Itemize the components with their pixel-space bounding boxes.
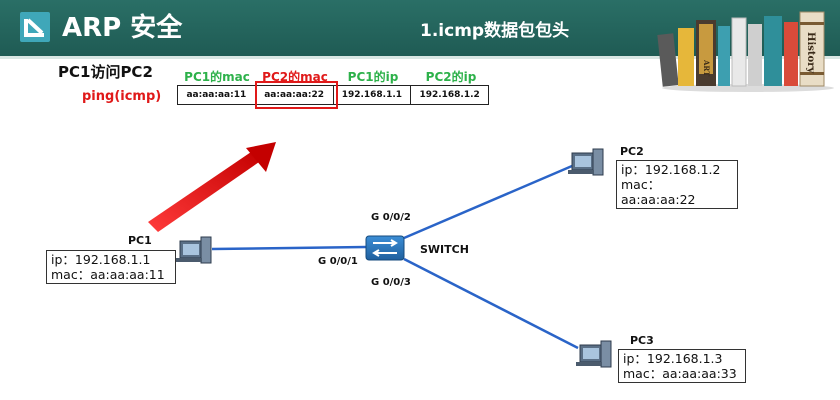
switch-name: SWITCH [420,243,469,256]
pc1-mac: mac：aa:aa:aa:11 [51,267,165,282]
link-switch-pc2 [403,164,573,240]
pc2-computer-icon [568,148,604,176]
books-decoration-icon: ART History [657,11,834,92]
port-label-g003: G 0/0/3 [371,277,411,288]
dst-mac-highlight-box [255,81,338,109]
slide-title: ARP 安全 [62,13,183,43]
book-label-history: History [805,32,816,74]
field-label-dst-mac: PC2的mac [262,70,328,84]
pc3-name: PC3 [630,334,654,347]
slide-subtitle: 1.icmp数据包包头 [420,21,570,41]
pc3-ip: ip：192.168.1.3 [623,351,723,366]
field-value-src-ip: 192.168.1.1 [334,86,412,104]
pc2-info-box: ip：192.168.1.2 mac：aa:aa:aa:22 [616,160,738,209]
pc3-info-box: ip：192.168.1.3 mac：aa:aa:aa:33 [618,349,746,383]
link-pc1-switch [211,245,367,251]
port-label-g002: G 0/0/2 [371,212,411,223]
link-switch-pc3 [403,257,579,350]
pc3-computer-icon [576,340,612,368]
scenario-caption: PC1访问PC2 [58,63,153,81]
book-label-art: ART [702,59,711,77]
pc1-name: PC1 [128,234,152,247]
field-value-dst-mac: aa:aa:aa:22 [256,86,334,104]
pc2-name: PC2 [620,145,644,158]
pc1-info-box: ip：192.168.1.1 mac：aa:aa:aa:11 [46,250,176,284]
header-divider [0,56,840,59]
red-arrow-icon [148,142,276,232]
protocol-label: ping(icmp) [82,89,162,104]
switch-icon [365,235,405,261]
port-label-g001: G 0/0/1 [318,256,358,267]
pc2-mac: mac：aa:aa:aa:22 [621,177,696,207]
field-value-dst-ip: 192.168.1.2 [419,90,480,100]
field-label-src-ip: PC1的ip [347,70,399,84]
field-label-dst-ip: PC2的ip [425,70,477,84]
pc2-ip: ip：192.168.1.2 [621,162,721,177]
pc3-mac: mac：aa:aa:aa:33 [623,366,737,381]
pc1-computer-icon [176,236,212,264]
field-label-src-mac: PC1的mac [184,70,250,84]
checkmark-logo-icon [20,12,50,42]
pc1-ip: ip：192.168.1.1 [51,252,151,267]
